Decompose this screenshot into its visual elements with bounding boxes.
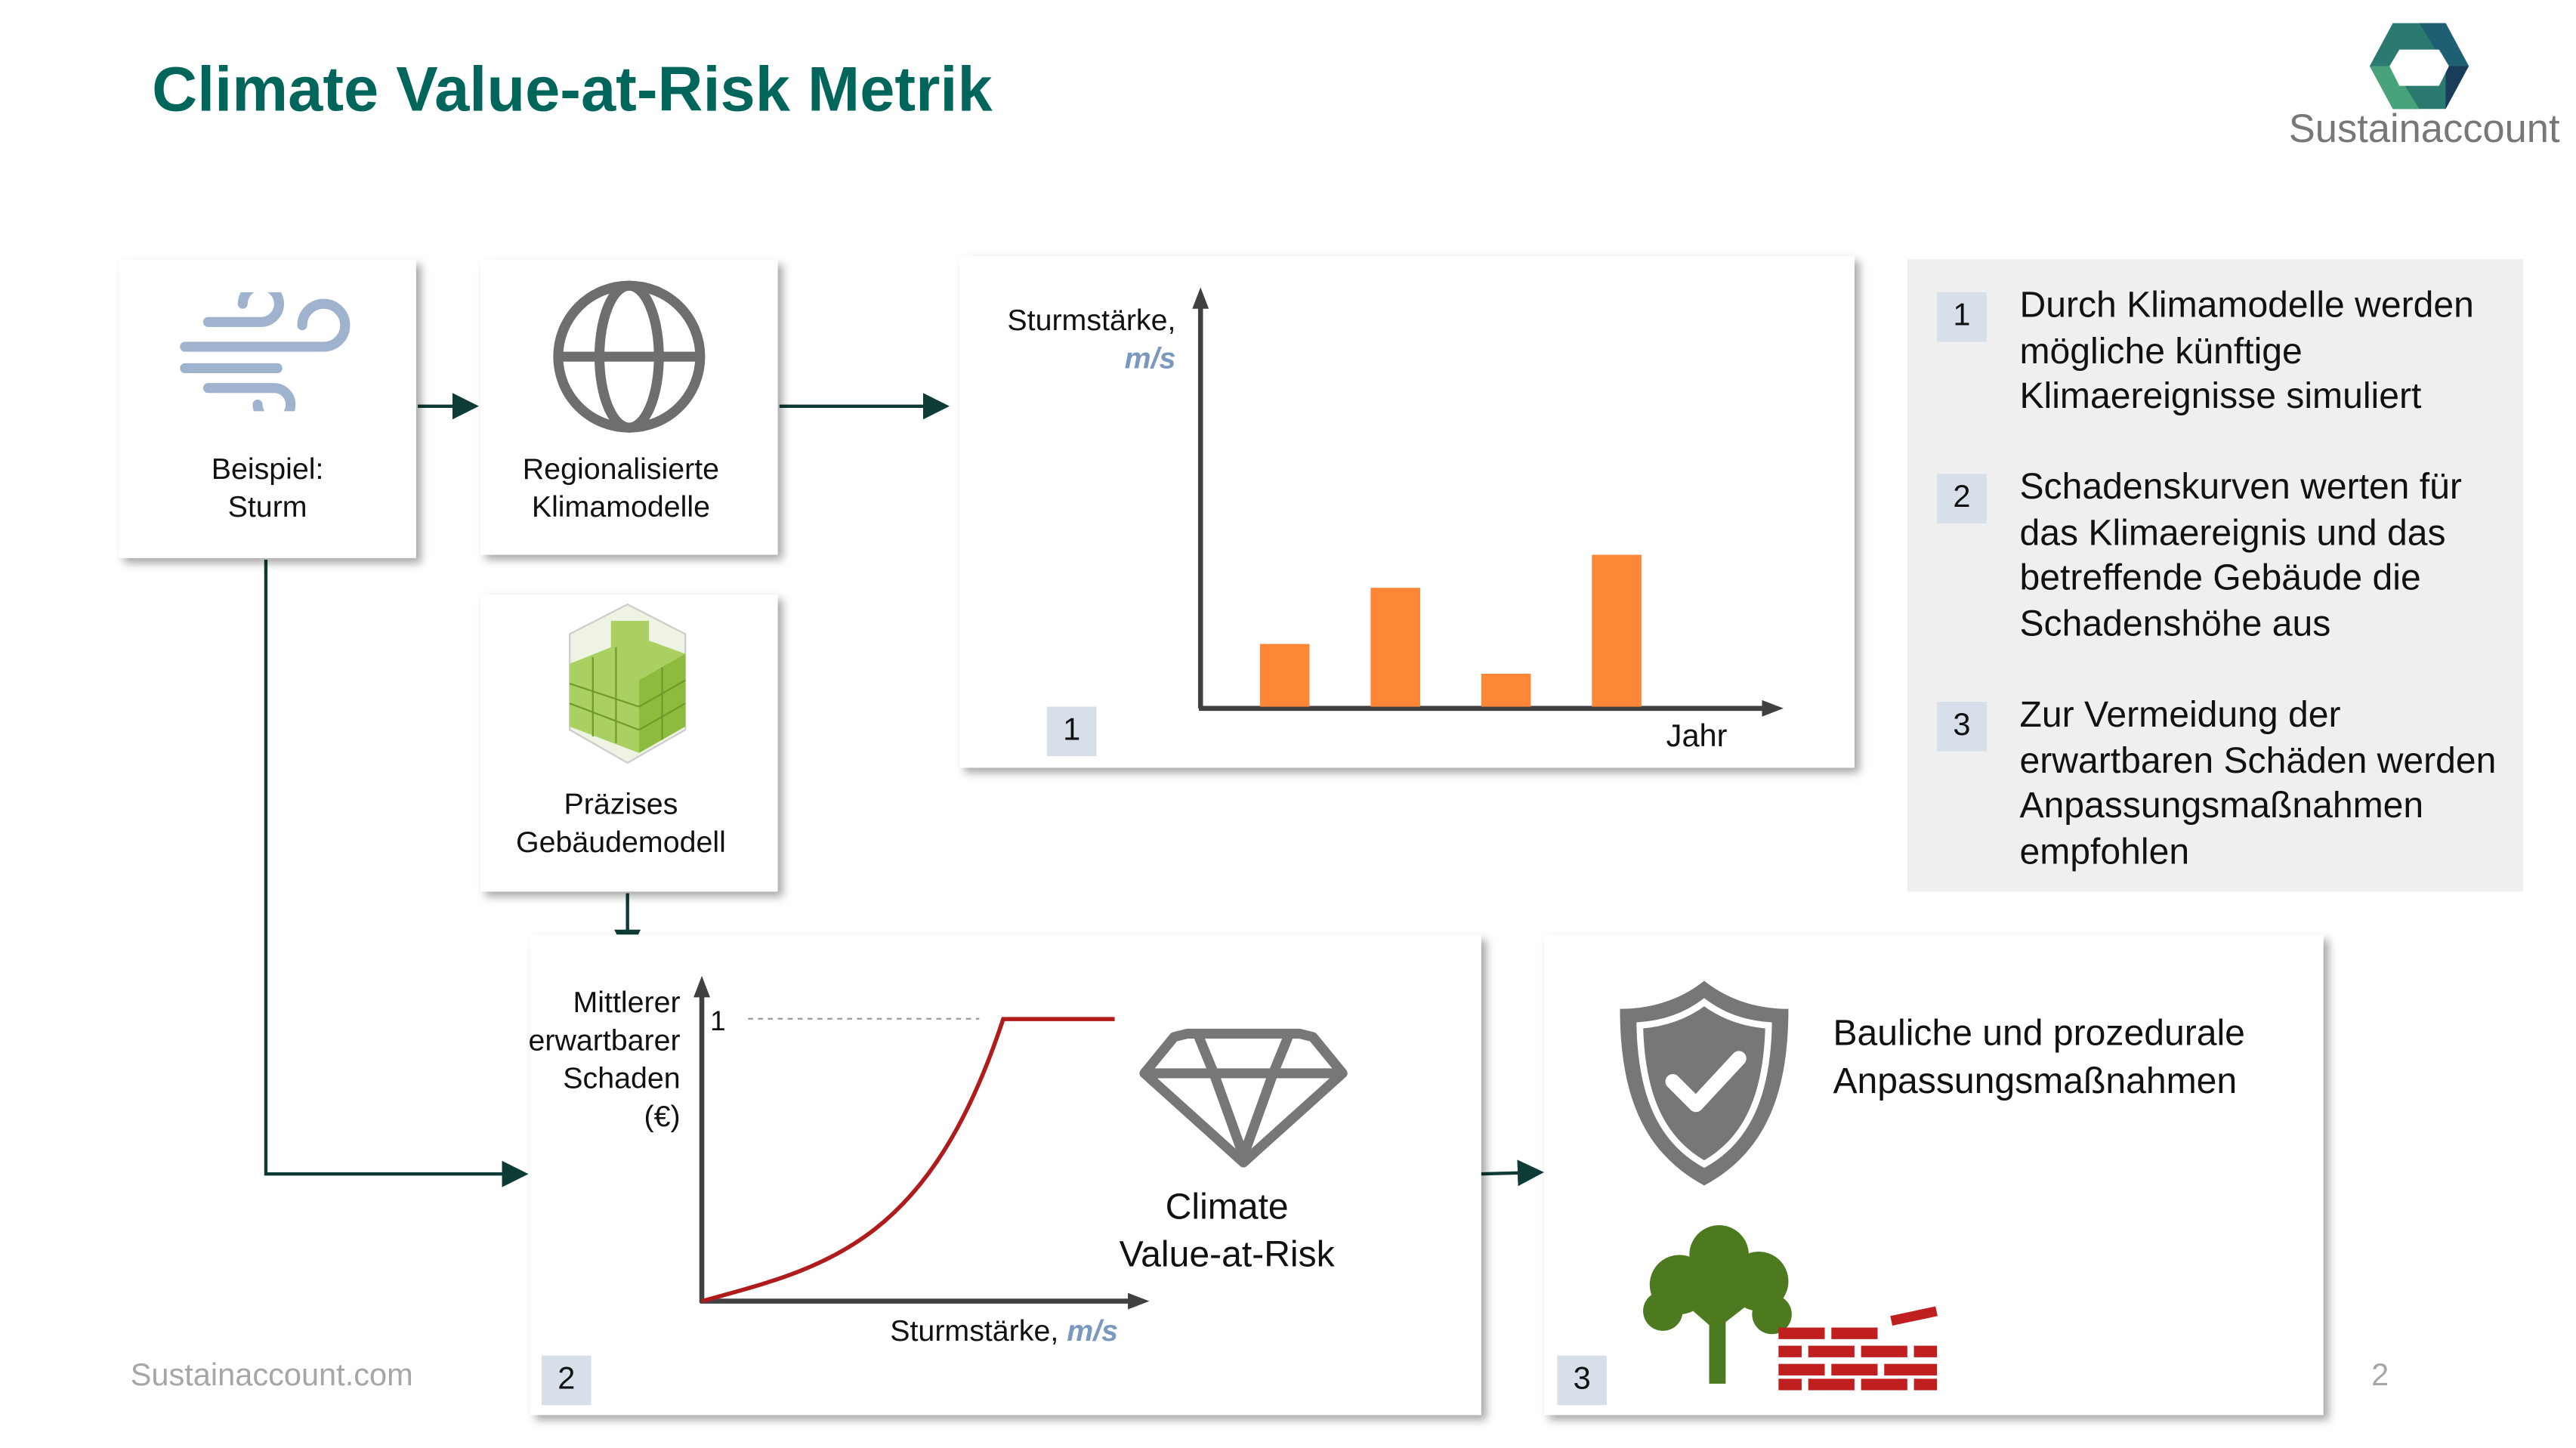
ylabel-line: (€): [644, 1099, 681, 1133]
info-item: 1 Durch Klimamodelle werden mögliche kün…: [1937, 284, 2515, 418]
climate-var-line2: Value-at-Risk: [1119, 1233, 1335, 1275]
wind-icon: [180, 292, 351, 412]
storm-box: Beispiel: Sturm: [119, 259, 416, 558]
step-badge-3: 3: [1557, 1355, 1607, 1406]
y-axis-arrow: [693, 975, 710, 998]
storm-label-line1: Beispiel:: [211, 452, 324, 486]
climate-var-label: Climate Value-at-Risk: [1095, 1182, 1359, 1278]
ylabel-line: Mittlerer: [573, 986, 681, 1019]
storm-chart-ylabel-unit: m/s: [1124, 341, 1176, 375]
ylabel-line: Schaden: [563, 1061, 681, 1095]
x-axis-arrow: [1128, 1292, 1150, 1310]
globe-icon: [553, 280, 706, 433]
step-badge-1: 1: [1046, 706, 1097, 757]
storm-chart-box: Sturmstärke, m/s Jahr 1: [959, 255, 1855, 768]
bar-4: [1592, 554, 1642, 707]
climate-models-label-line1: Regionalisierte: [522, 452, 720, 486]
brick-wall-icon: [1778, 1306, 1938, 1391]
y-tick-max: 1: [709, 1005, 726, 1037]
y-axis-arrow: [1192, 287, 1209, 309]
damage-curve-ylabel: Mittlerer erwartbarer Schaden (€): [497, 984, 681, 1136]
building-3d-icon: [569, 603, 687, 764]
damage-curve-box: Mittlerer erwartbarer Schaden (€) 1 Stur…: [528, 934, 1481, 1416]
brand-name: Sustainaccount: [2288, 107, 2560, 153]
shield-check-icon: [1620, 980, 1789, 1186]
storm-chart-ylabel: Sturmstärke, m/s: [959, 302, 1175, 378]
storm-chart-xlabel: Jahr: [1666, 720, 1728, 755]
info-text: Durch Klimamodelle werden mögliche künft…: [2019, 283, 2474, 416]
page-number: 2: [2371, 1359, 2389, 1394]
building-model-label-line1: Präzises: [564, 787, 678, 821]
building-model-label: Präzises Gebäudemodell: [480, 786, 761, 863]
info-panel: 1 Durch Klimamodelle werden mögliche kün…: [1907, 259, 2524, 892]
info-item: 3 Zur Vermeidung der erwartbaren Schäden…: [1937, 693, 2531, 873]
climate-models-box: Regionalisierte Klimamodelle: [480, 259, 778, 555]
climate-models-label: Regionalisierte Klimamodelle: [480, 451, 761, 527]
storm-bar-chart: [1192, 287, 1784, 717]
page-title: Climate Value-at-Risk Metrik: [152, 56, 993, 126]
damage-curve-line: [701, 1017, 1115, 1304]
footer-website[interactable]: Sustainaccount.com: [130, 1359, 413, 1394]
measures-label: Bauliche und prozedurale Anpassungsmaßna…: [1833, 1009, 2244, 1105]
xlabel-text: Sturmstärke,: [890, 1314, 1059, 1348]
info-number: 3: [1937, 702, 1987, 752]
measures-line2: Anpassungsmaßnahmen: [1833, 1060, 2238, 1102]
climate-models-label-line2: Klimamodelle: [531, 490, 711, 523]
measures-line1: Bauliche und prozedurale: [1833, 1012, 2245, 1054]
building-model-label-line2: Gebäudemodell: [516, 826, 726, 859]
brand-logo-icon: [2369, 23, 2469, 110]
info-text: Schadenskurven werten für das Klimaereig…: [2019, 465, 2462, 644]
damage-curve-xlabel: Sturmstärke, m/s: [890, 1314, 1118, 1349]
x-axis-arrow: [1762, 699, 1784, 717]
bar-1: [1259, 644, 1310, 707]
storm-label-line2: Sturm: [227, 490, 307, 523]
info-number: 2: [1937, 474, 1987, 523]
storm-chart-ylabel-text: Sturmstärke,: [1007, 304, 1176, 337]
ylabel-line: erwartbarer: [528, 1023, 681, 1057]
measures-box: Bauliche und prozedurale Anpassungsmaßna…: [1543, 934, 2324, 1416]
info-item: 2 Schadenskurven werten für das Klimaere…: [1937, 465, 2515, 645]
bar-3: [1481, 673, 1531, 707]
diamond-icon: [1139, 1028, 1348, 1168]
storm-label: Beispiel: Sturm: [119, 451, 415, 527]
damage-curve-chart: [693, 975, 1348, 1310]
tree-icon: [1643, 1225, 1792, 1384]
xlabel-unit: m/s: [1067, 1314, 1119, 1348]
info-number: 1: [1937, 292, 1987, 342]
climate-var-line1: Climate: [1165, 1185, 1289, 1227]
bar-2: [1370, 588, 1420, 707]
step-badge-2: 2: [542, 1355, 591, 1406]
info-text: Zur Vermeidung der erwartbaren Schäden w…: [2019, 693, 2497, 872]
building-model-box: Präzises Gebäudemodell: [480, 594, 778, 892]
